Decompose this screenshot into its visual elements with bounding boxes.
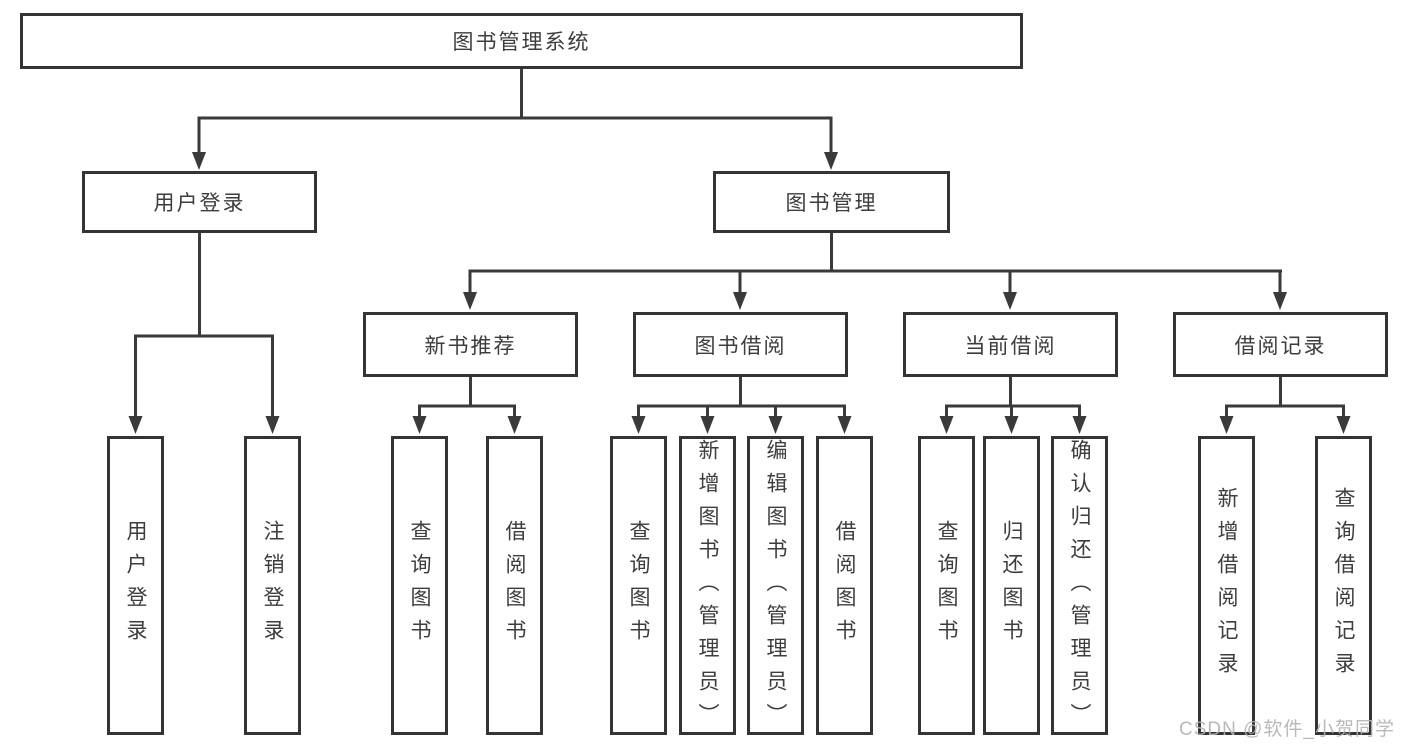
node-label: 编辑图书（管理员）: [764, 439, 787, 736]
node-library-management-system: 图书管理系统: [20, 13, 1023, 69]
node-label: 图书借阅: [694, 334, 787, 358]
arrowhead: [1072, 416, 1087, 434]
leaf-current-query-books: 查询图书: [918, 436, 975, 735]
leaf-logout: 注销登录: [244, 436, 301, 735]
arrowhead: [507, 416, 522, 434]
node-label: 注销登录: [261, 519, 284, 652]
arrowhead: [733, 292, 747, 310]
node-label: 查询图书: [935, 519, 958, 652]
arrowhead: [1273, 292, 1287, 310]
arrowhead: [265, 416, 280, 434]
arrowhead: [631, 416, 646, 434]
node-book-management: 图书管理: [713, 171, 950, 233]
leaf-borrowing-query-books: 查询图书: [610, 436, 667, 735]
node-label: 用户登录: [153, 192, 246, 215]
node-label: 查询图书: [627, 519, 650, 652]
arrowhead: [463, 292, 477, 310]
node-label: 借阅图书: [503, 519, 526, 652]
csdn-watermark: CSDN @软件_小贺同学: [1179, 719, 1395, 740]
arrowhead: [1004, 416, 1019, 434]
node-label: 归还图书: [1000, 519, 1023, 652]
node-label: 查询图书: [408, 519, 431, 652]
arrowhead: [412, 416, 427, 434]
node-book-borrowing: 图书借阅: [633, 312, 848, 377]
leaf-records-add-record: 新增借阅记录: [1198, 436, 1255, 735]
node-user-login: 用户登录: [82, 171, 317, 233]
connector-borrowing-records-to-leaves: [1219, 377, 1351, 434]
arrowhead: [1219, 416, 1234, 434]
arrowhead: [192, 152, 206, 170]
node-label: 用户登录: [124, 519, 147, 652]
node-label: 新增借阅记录: [1215, 486, 1238, 685]
arrowhead: [700, 416, 715, 434]
arrowhead: [824, 152, 838, 170]
connector-current-borrowing-to-leaves: [939, 377, 1087, 434]
node-label: 新书推荐: [424, 334, 517, 358]
node-label: 图书管理: [785, 192, 878, 215]
node-label: 当前借阅: [964, 334, 1057, 358]
connector-root-to-level1: [192, 69, 838, 170]
connector-new-book-recommend-to-leaves: [412, 377, 522, 434]
connector-user-login-to-leaves: [128, 233, 280, 434]
node-new-book-recommend: 新书推荐: [363, 312, 578, 377]
node-current-borrowing: 当前借阅: [903, 312, 1118, 377]
leaf-borrowing-edit-books-admin: 编辑图书（管理员）: [747, 436, 804, 736]
node-label: 借阅图书: [833, 519, 856, 652]
connector-book-borrowing-to-leaves: [631, 377, 852, 434]
node-label: 图书管理系统: [452, 31, 591, 54]
leaf-records-query-record: 查询借阅记录: [1315, 436, 1372, 735]
arrowhead: [1336, 416, 1351, 434]
leaf-newbook-query-books: 查询图书: [391, 436, 448, 735]
node-label: 查询借阅记录: [1332, 486, 1355, 685]
arrowhead: [128, 416, 143, 434]
leaf-current-confirm-return-admin: 确认归还（管理员）: [1051, 436, 1108, 736]
connector-book-management-to-level2: [463, 233, 1287, 310]
node-label: 新增图书（管理员）: [696, 439, 719, 736]
arrowhead: [837, 416, 852, 434]
leaf-borrowing-add-books-admin: 新增图书（管理员）: [679, 436, 736, 736]
node-borrowing-records: 借阅记录: [1173, 312, 1388, 377]
node-label: 确认归还（管理员）: [1068, 439, 1091, 736]
leaf-current-return-books: 归还图书: [983, 436, 1040, 735]
leaf-borrowing-borrow-books: 借阅图书: [816, 436, 873, 735]
arrowhead: [939, 416, 954, 434]
leaf-newbook-borrow-books: 借阅图书: [486, 436, 543, 735]
arrowhead: [768, 416, 783, 434]
leaf-user-login: 用户登录: [107, 436, 164, 735]
node-label: 借阅记录: [1234, 334, 1327, 358]
arrowhead: [1003, 292, 1017, 310]
